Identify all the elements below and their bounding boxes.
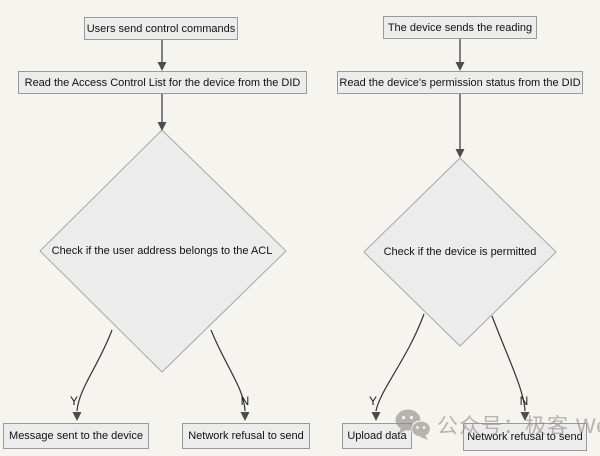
- arrowhead-right-start-to-step: [455, 62, 465, 71]
- arrowhead-right-no: [520, 412, 530, 421]
- edge-right-yes: [375, 313, 425, 412]
- node-right-decision-label: Check if the device is permitted: [383, 246, 537, 258]
- node-left-decision-label: Check if the user address belongs to the…: [51, 245, 273, 257]
- branch-label-right-no: N: [519, 394, 529, 408]
- node-left-yes-result: Message sent to the device: [3, 423, 149, 449]
- node-right-no-result: Network refusal to send: [463, 423, 587, 451]
- node-right-yes-result: Upload data: [342, 423, 412, 449]
- edge-right-no: [491, 315, 526, 412]
- edge-left-no: [210, 329, 246, 412]
- arrowhead-left-yes: [72, 412, 82, 421]
- node-right-step: Read the device's permission status from…: [337, 71, 583, 94]
- arrowhead-right-yes: [371, 412, 381, 421]
- branch-label-left-yes: Y: [69, 394, 79, 408]
- decision-diamond-left: [39, 129, 287, 373]
- node-right-start: The device sends the reading: [383, 16, 537, 39]
- arrowhead-left-start-to-step: [157, 62, 167, 71]
- arrowhead-right-step-to-decision: [455, 149, 465, 158]
- arrowhead-left-step-to-decision: [157, 122, 167, 131]
- decision-diamond-right: [363, 157, 557, 347]
- edge-left-yes: [76, 329, 113, 412]
- branch-label-left-no: N: [240, 394, 250, 408]
- node-left-no-result: Network refusal to send: [182, 423, 310, 449]
- node-left-step: Read the Access Control List for the dev…: [18, 71, 307, 94]
- branch-label-right-yes: Y: [368, 394, 378, 408]
- node-left-start: Users send control commands: [84, 17, 238, 40]
- arrowhead-left-no: [240, 412, 250, 421]
